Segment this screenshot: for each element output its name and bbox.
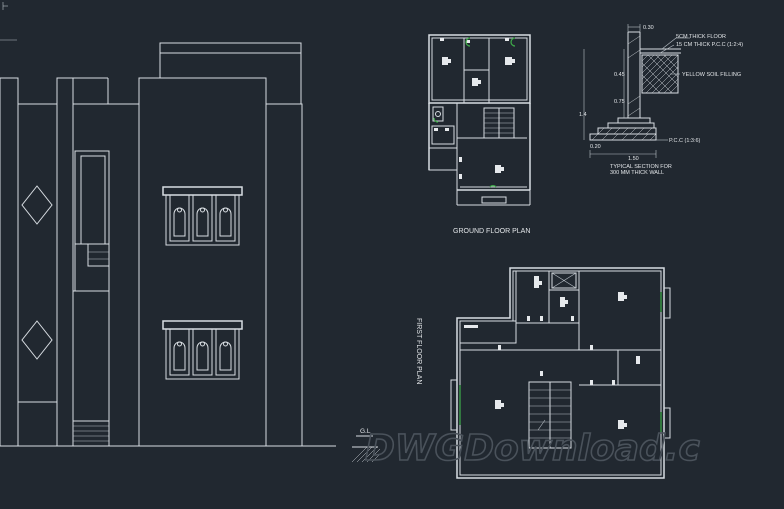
ground-level-marker: G.L — [351, 428, 381, 463]
note-base: P.C.C (1:3:6) — [669, 138, 701, 144]
section-caption-line1: TYPICAL SECTION FOR — [610, 164, 672, 170]
ground-floor-plan-title: GROUND FLOOR PLAN — [453, 228, 530, 235]
dim-top: 0.30 — [643, 25, 654, 31]
section-caption-line2: 300 MM THICK WALL — [610, 170, 664, 176]
note-floor: 5CM THICK FLOOR — [676, 34, 726, 40]
dim-020: 0.20 — [590, 144, 601, 150]
dim-075: 0.75 — [614, 99, 625, 105]
first-floor-plan-title: FIRST FLOOR PLAN — [415, 318, 422, 384]
ground-level-label: G.L — [360, 428, 371, 435]
note-pcc: 15 CM THICK P.C.C (1:2:4) — [676, 42, 743, 48]
front-elevation: G.L — [0, 2, 381, 463]
elevation-window-lower — [162, 320, 243, 380]
dim-045: 0.45 — [614, 72, 625, 78]
elevation-window-upper — [162, 186, 243, 246]
first-floor-plan: FIRST FLOOR PLAN — [415, 267, 671, 479]
note-soil: YELLOW SOIL FILLING — [682, 72, 741, 78]
typical-wall-section: 0.30 0.45 0.75 1.4 0.20 1.50 5CM THICK F… — [579, 24, 743, 176]
dim-14: 1.4 — [579, 112, 587, 118]
soil-filling-hatch — [641, 54, 679, 94]
watermark: DWGDownload.c — [365, 428, 700, 469]
ground-floor-plan: GROUND FLOOR PLAN — [428, 34, 531, 235]
dim-150: 1.50 — [628, 156, 639, 162]
